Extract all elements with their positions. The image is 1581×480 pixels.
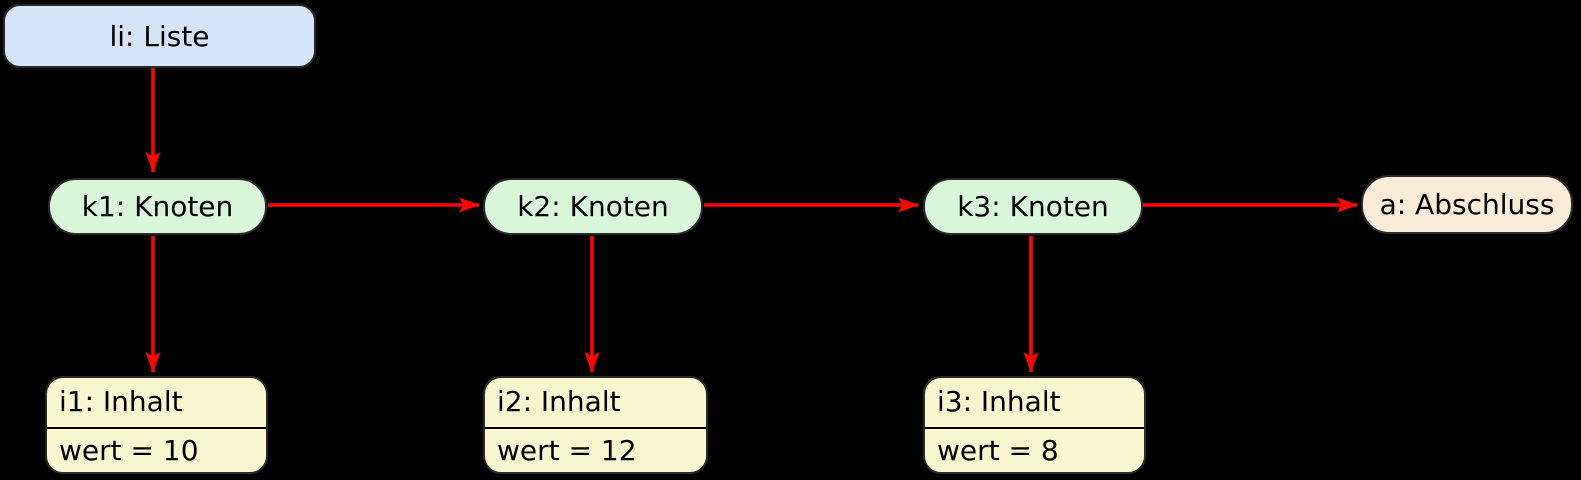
node-knoten-k1-label: k1: Knoten (81, 190, 234, 223)
node-inhalt-i2-value: wert = 12 (497, 434, 637, 467)
node-inhalt-i3-title: i3: Inhalt (925, 378, 1144, 429)
node-abschluss: a: Abschluss (1361, 175, 1573, 234)
node-inhalt-i1-title: i1: Inhalt (47, 378, 266, 429)
node-inhalt-i3: i3: Inhalt wert = 8 (923, 376, 1146, 474)
node-inhalt-i2: i2: Inhalt wert = 12 (483, 376, 708, 474)
node-inhalt-i1: i1: Inhalt wert = 10 (45, 376, 268, 474)
node-abschluss-label: a: Abschluss (1379, 188, 1555, 221)
node-liste: li: Liste (3, 4, 316, 68)
node-inhalt-i3-value: wert = 8 (937, 434, 1059, 467)
node-liste-label: li: Liste (109, 19, 210, 53)
node-knoten-k1: k1: Knoten (48, 178, 267, 235)
node-knoten-k2-label: k2: Knoten (517, 190, 669, 223)
node-inhalt-i1-value: wert = 10 (59, 434, 199, 467)
node-knoten-k3: k3: Knoten (923, 178, 1143, 235)
node-inhalt-i2-title: i2: Inhalt (485, 378, 706, 429)
node-knoten-k3-label: k3: Knoten (957, 190, 1109, 223)
node-knoten-k2: k2: Knoten (483, 178, 703, 235)
